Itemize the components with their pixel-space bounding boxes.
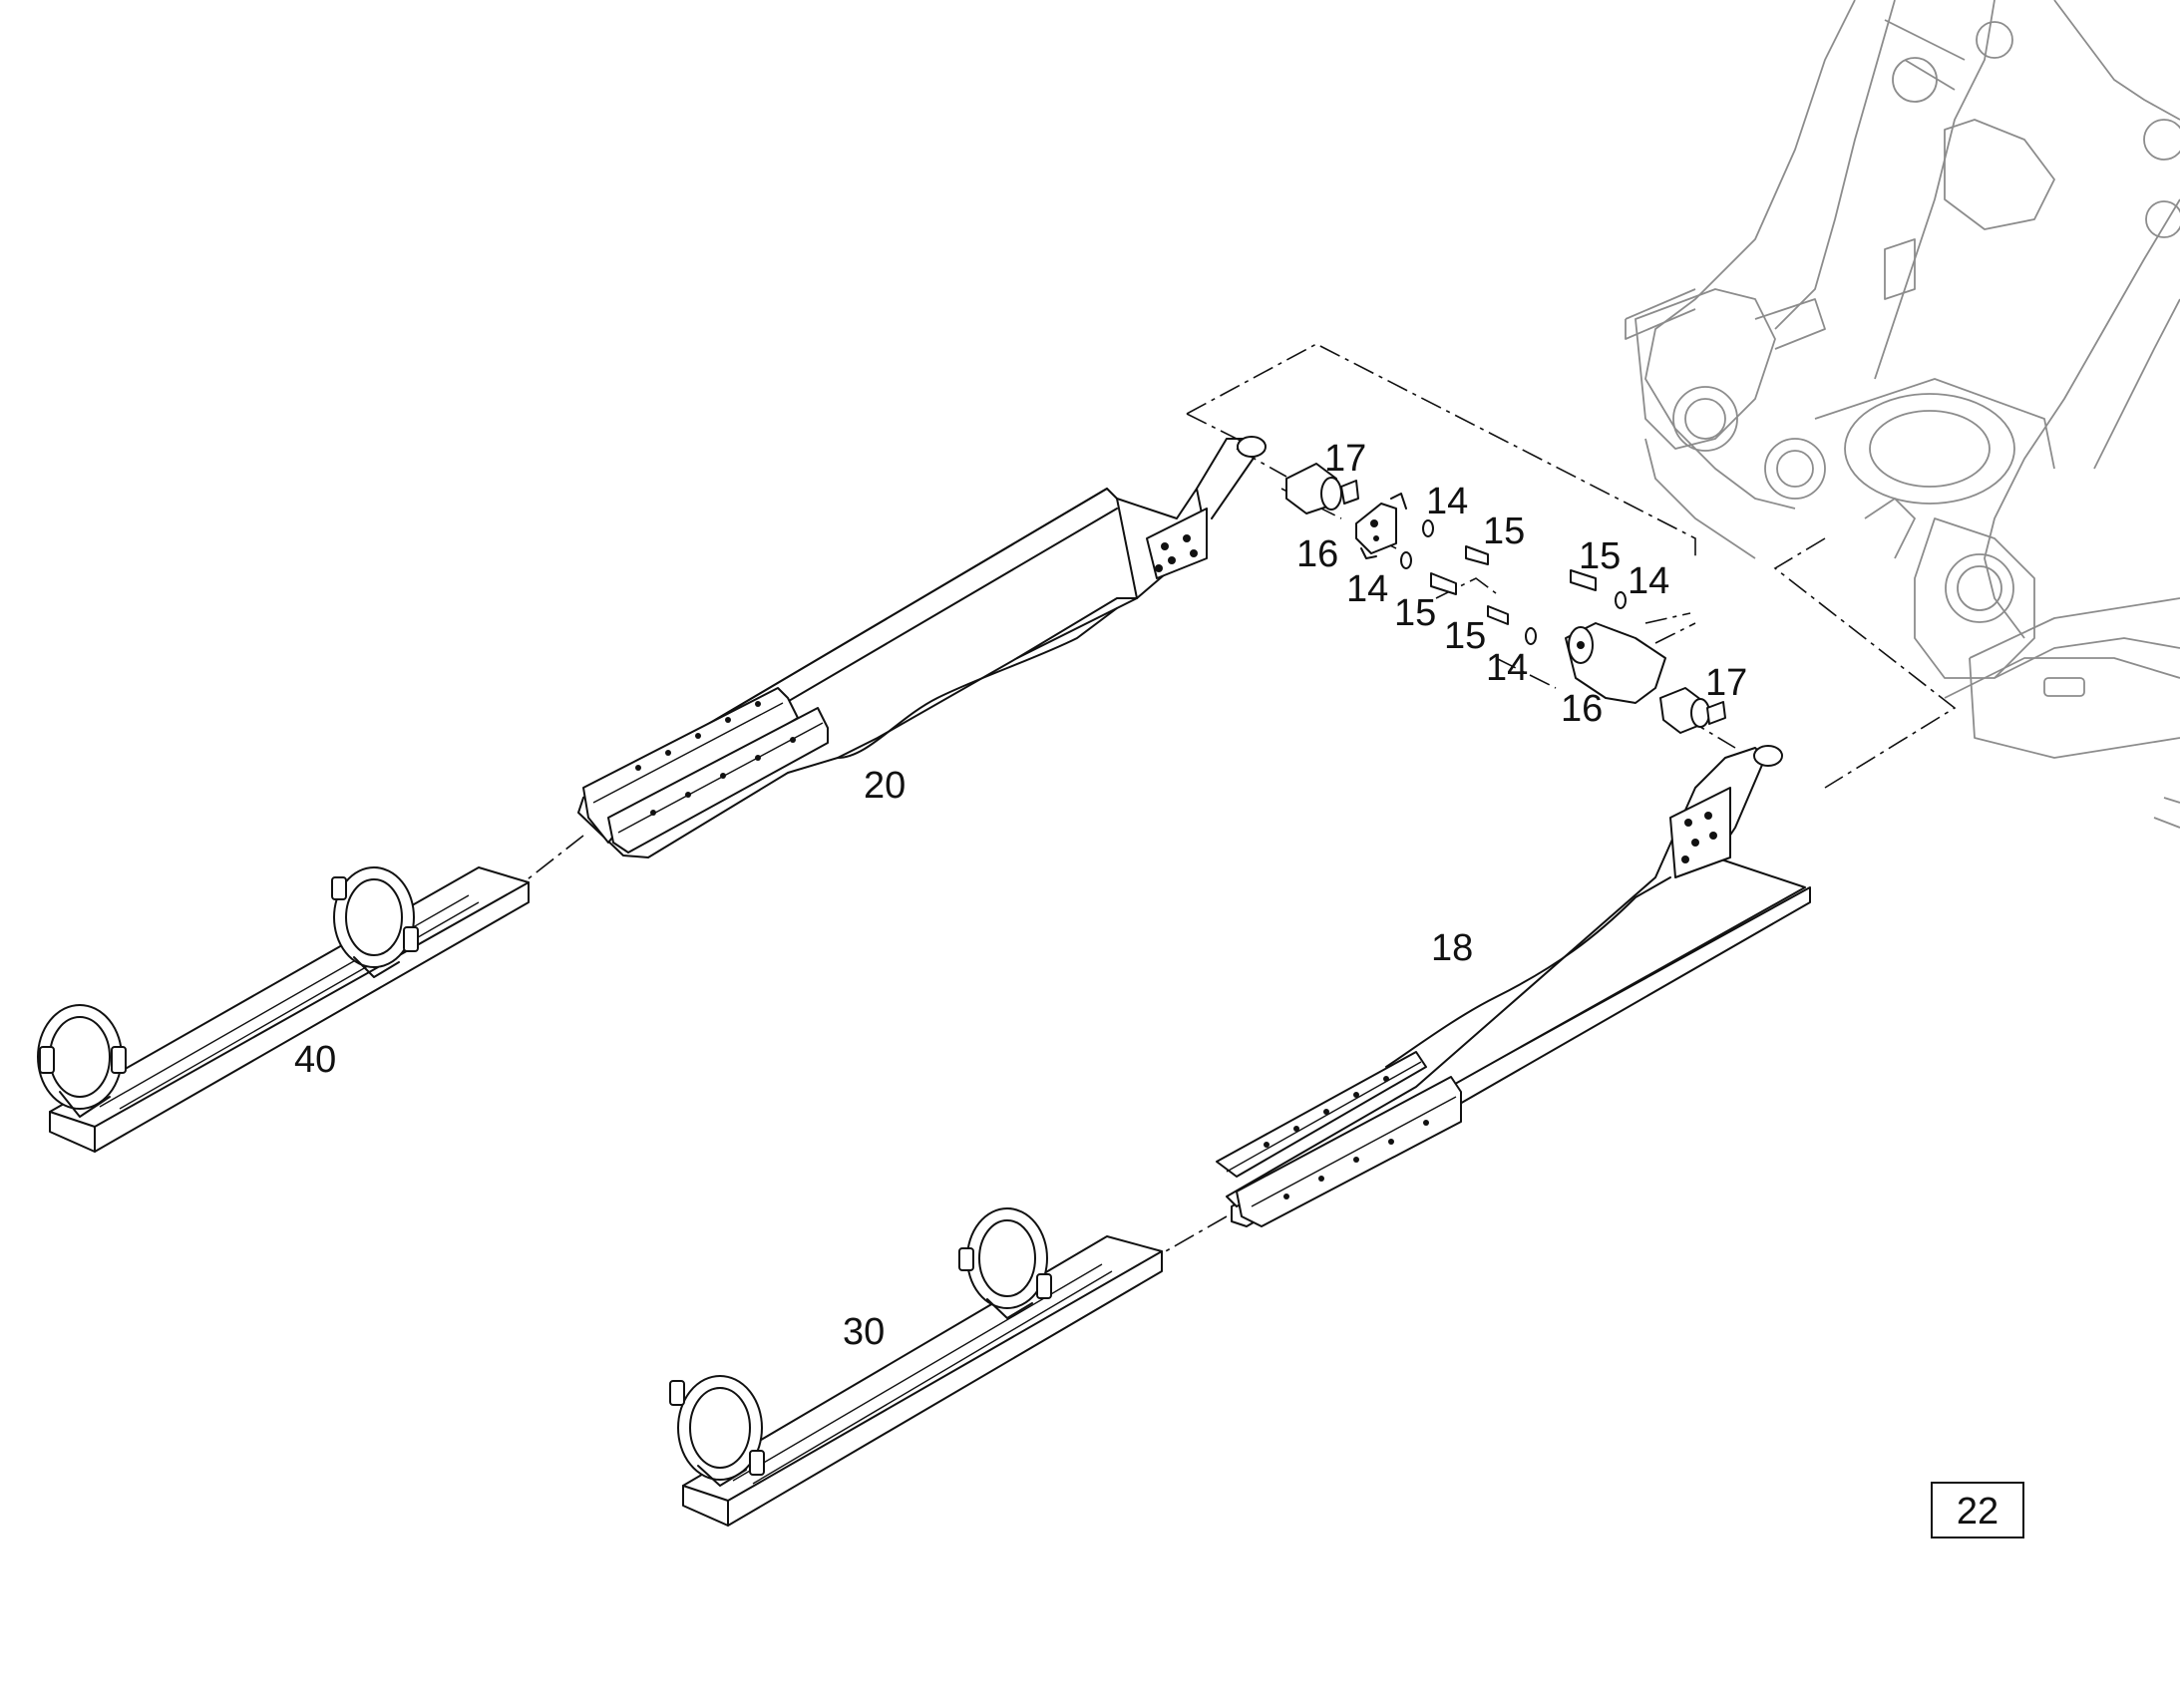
- callout-14-upper: 14: [1426, 481, 1468, 522]
- callout-15-mid: 15: [1444, 615, 1486, 657]
- callout-17-upper: 17: [1324, 438, 1366, 480]
- callout-16-upper: 16: [1296, 533, 1338, 575]
- hardware-parts: [1285, 463, 1726, 734]
- callout-15-left: 15: [1394, 592, 1436, 634]
- part-30-cradle: [669, 1207, 1163, 1527]
- callout-20: 20: [864, 765, 906, 807]
- part-40-cradle: [37, 866, 530, 1153]
- callout-17-lower: 17: [1705, 662, 1747, 704]
- callout-15-right: 15: [1579, 535, 1621, 577]
- part-20-rail: [577, 436, 1267, 858]
- callout-16-lower: 16: [1561, 688, 1603, 730]
- page-number-box: 22: [1931, 1482, 2024, 1538]
- part-18-rail: [1216, 745, 1811, 1227]
- callout-14-right: 14: [1628, 560, 1669, 602]
- callout-40: 40: [294, 1039, 336, 1081]
- callout-14-left: 14: [1346, 568, 1388, 610]
- machine-frame-ghost: [1625, 0, 2180, 829]
- callout-14-mid: 14: [1486, 647, 1528, 689]
- callout-15-upper: 15: [1483, 511, 1525, 552]
- callout-30: 30: [843, 1311, 885, 1353]
- callout-18: 18: [1431, 927, 1473, 969]
- callouts: 17 14 15 16 14 15 15 14 15 14 16 17 20 1…: [294, 438, 1747, 1353]
- page-number: 22: [1957, 1491, 1998, 1533]
